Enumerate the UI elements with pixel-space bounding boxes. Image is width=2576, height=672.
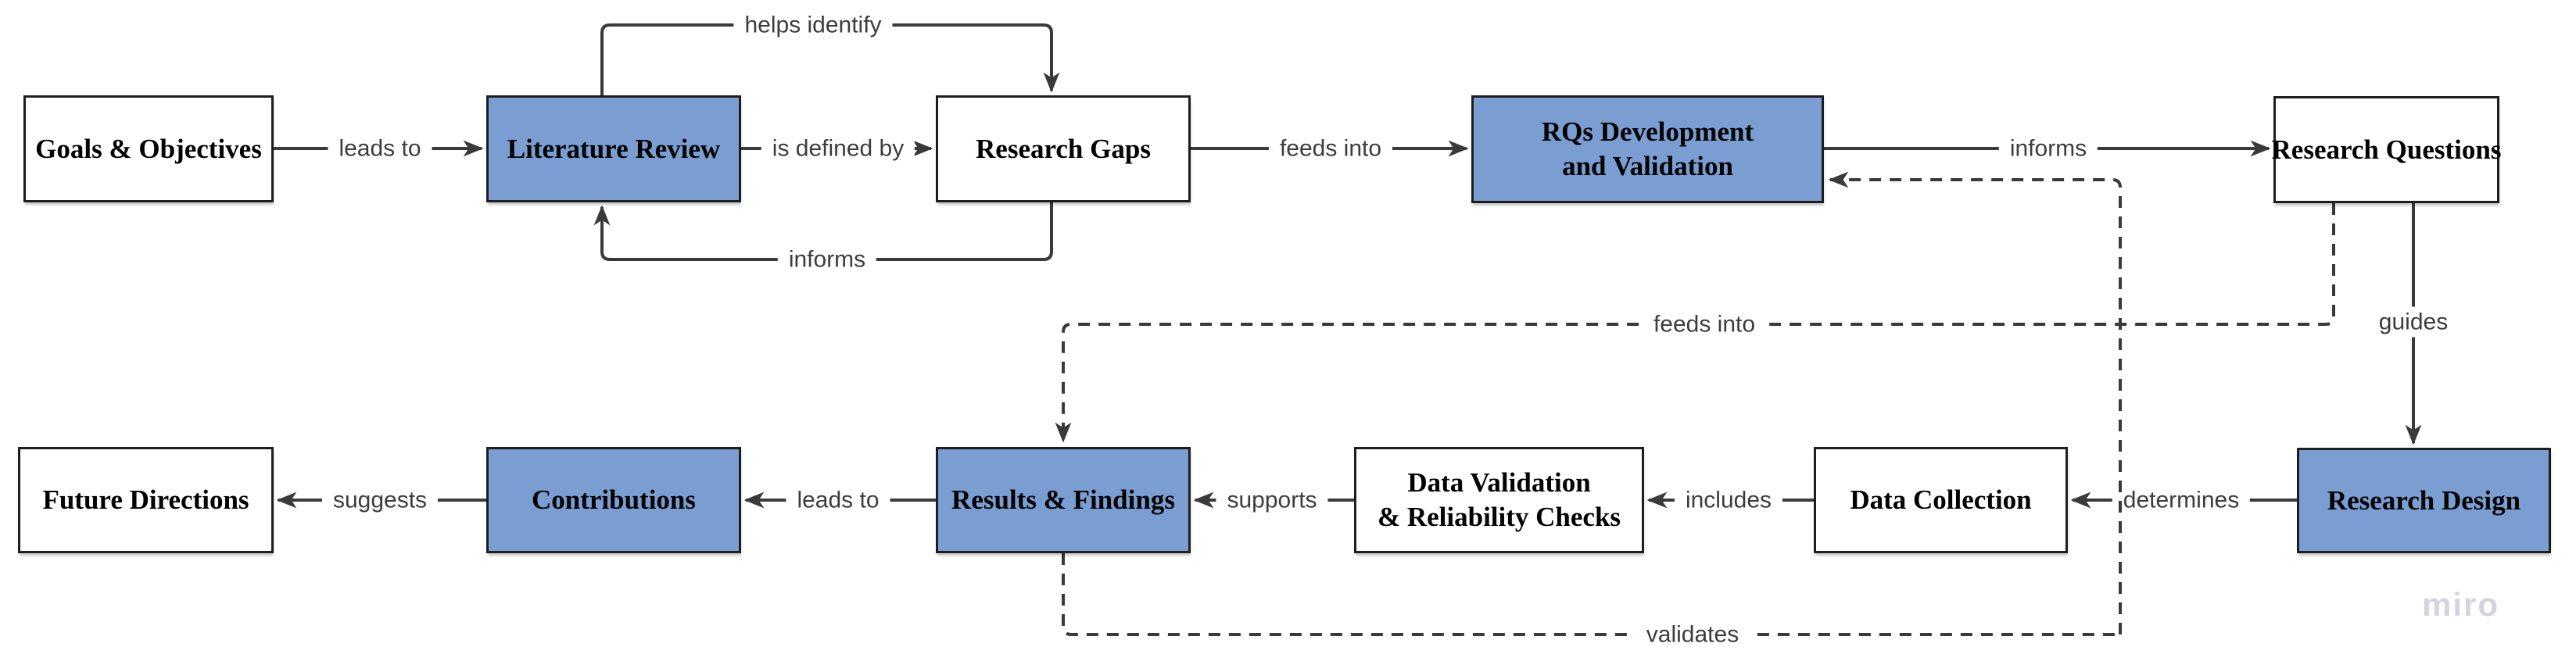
node-data-validation[interactable]: Data Validation & Reliability Checks xyxy=(1354,447,1644,553)
edge-label-leads-to-bottom[interactable]: leads to xyxy=(786,484,890,516)
node-goals-objectives[interactable]: Goals & Objectives xyxy=(23,95,274,202)
node-label: Future Directions xyxy=(42,484,249,516)
edge-label-feeds-into-top[interactable]: feeds into xyxy=(1268,133,1393,164)
edge-label-is-defined-by[interactable]: is defined by xyxy=(761,133,915,164)
edge-label-informs-loop[interactable]: informs xyxy=(777,244,877,275)
edge-label-feeds-into-dashed[interactable]: feeds into xyxy=(1642,309,1767,340)
node-label: Research Design xyxy=(2327,484,2521,516)
node-label-line2: & Reliability Checks xyxy=(1377,502,1621,532)
edge-label-guides[interactable]: guides xyxy=(2367,306,2460,338)
node-label: Contributions xyxy=(531,484,697,516)
node-rqs-development[interactable]: RQs Development and Validation xyxy=(1471,95,1824,203)
node-label-line2: and Validation xyxy=(1562,151,1733,181)
node-label: Research Gaps xyxy=(976,133,1151,164)
edge-validates-bottom xyxy=(1062,553,2120,636)
node-label: Goals & Objectives xyxy=(35,133,262,164)
node-research-gaps[interactable]: Research Gaps xyxy=(936,95,1191,202)
node-literature-review[interactable]: Literature Review xyxy=(486,95,741,202)
edge-validates-riser xyxy=(1828,171,2122,634)
node-label: Data Collection xyxy=(1850,484,2032,516)
node-future-directions[interactable]: Future Directions xyxy=(18,447,274,553)
node-label: Literature Review xyxy=(507,133,721,164)
node-results-findings[interactable]: Results & Findings xyxy=(936,447,1191,553)
node-label: Results & Findings xyxy=(951,484,1175,516)
node-research-questions[interactable]: Research Questions xyxy=(2271,96,2502,203)
node-label: Data Validation xyxy=(1407,467,1591,499)
edge-label-helps-identify[interactable]: helps identify xyxy=(733,9,893,41)
miro-watermark: miro xyxy=(2422,586,2500,623)
edge-label-leads-to-top[interactable]: leads to xyxy=(328,133,432,164)
node-contributions[interactable]: Contributions xyxy=(486,447,741,553)
edge-label-informs-right[interactable]: informs xyxy=(1998,133,2098,164)
node-data-collection[interactable]: Data Collection xyxy=(1814,447,2068,553)
node-research-design[interactable]: Research Design xyxy=(2297,448,2551,553)
node-label: RQs Development xyxy=(1541,116,1754,148)
edge-label-determines[interactable]: determines xyxy=(2112,484,2251,516)
edge-label-validates[interactable]: validates xyxy=(1635,619,1750,650)
edge-label-suggests[interactable]: suggests xyxy=(321,484,439,516)
node-label: Research Questions xyxy=(2271,134,2502,165)
edge-label-includes[interactable]: includes xyxy=(1674,484,1783,516)
edge-label-supports[interactable]: supports xyxy=(1216,484,1328,516)
